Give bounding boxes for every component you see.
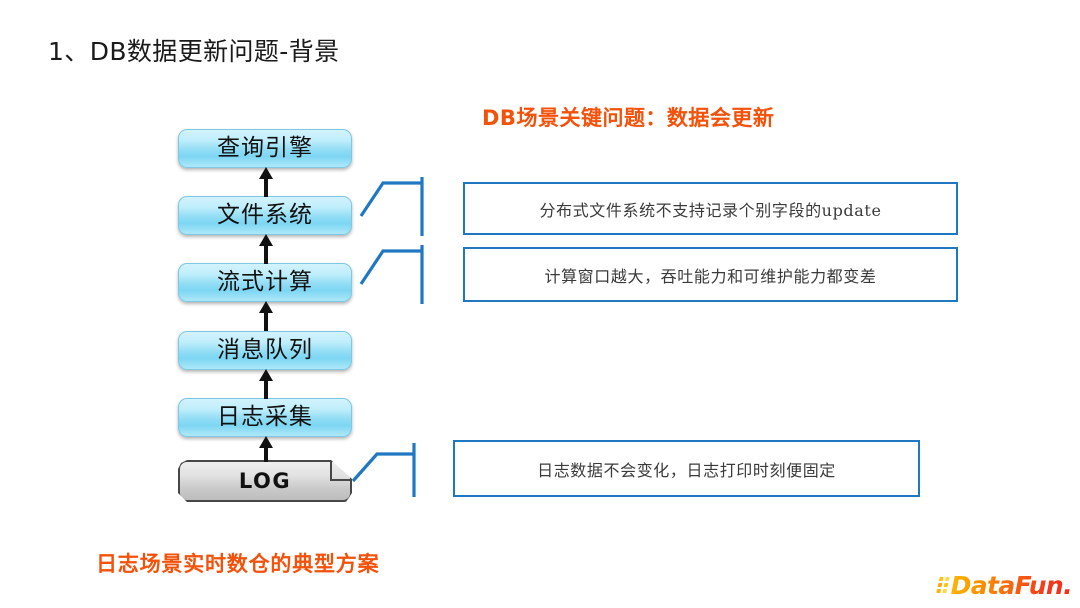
note-text: 分布式文件系统不支持记录个别字段的update (539, 200, 882, 220)
pipeline-node-log-collect[interactable]: 日志采集 (178, 398, 352, 437)
pipeline-node-stream-compute[interactable]: 流式计算 (178, 263, 352, 302)
pipeline-node-label: 消息队列 (217, 337, 313, 363)
note-box-stream-compute: 计算窗口越大，吞吐能力和可维护能力都变差 (463, 247, 958, 302)
slide-caption: 日志场景实时数仓的典型方案 (96, 551, 380, 576)
note-text: 计算窗口越大，吞吐能力和可维护能力都变差 (544, 266, 877, 286)
up-arrow-icon (258, 369, 274, 399)
datafun-logo: DataFun. (935, 570, 1073, 600)
note-box-log-source: 日志数据不会变化，日志打印时刻便固定 (453, 440, 920, 497)
pipeline-node-label: 流式计算 (217, 269, 313, 295)
callout-heading: DB场景关键问题：数据会更新 (482, 106, 775, 130)
up-arrow-icon (258, 301, 274, 331)
logo-wordmark: DataFun. (950, 570, 1073, 600)
log-box-label: LOG (238, 469, 292, 493)
pipeline-node-query-engine[interactable]: 查询引擎 (178, 129, 352, 168)
pipeline-node-label: 文件系统 (217, 202, 313, 228)
folded-corner-icon (330, 460, 352, 481)
up-arrow-icon (258, 234, 274, 264)
up-arrow-icon (258, 436, 274, 462)
pipeline-node-file-system[interactable]: 文件系统 (178, 196, 352, 235)
pipeline-node-message-queue[interactable]: 消息队列 (178, 331, 352, 370)
up-arrow-icon (258, 167, 274, 197)
pipeline-node-label: 日志采集 (217, 404, 313, 430)
page-title: 1、DB数据更新问题-背景 (48, 37, 340, 66)
logo-dots-icon (935, 577, 950, 593)
note-text: 日志数据不会变化，日志打印时刻便固定 (537, 460, 836, 480)
pipeline-node-log-source[interactable]: LOG (178, 460, 352, 502)
pipeline-node-label: 查询引擎 (217, 135, 313, 161)
note-box-file-system: 分布式文件系统不支持记录个别字段的update (463, 182, 958, 235)
